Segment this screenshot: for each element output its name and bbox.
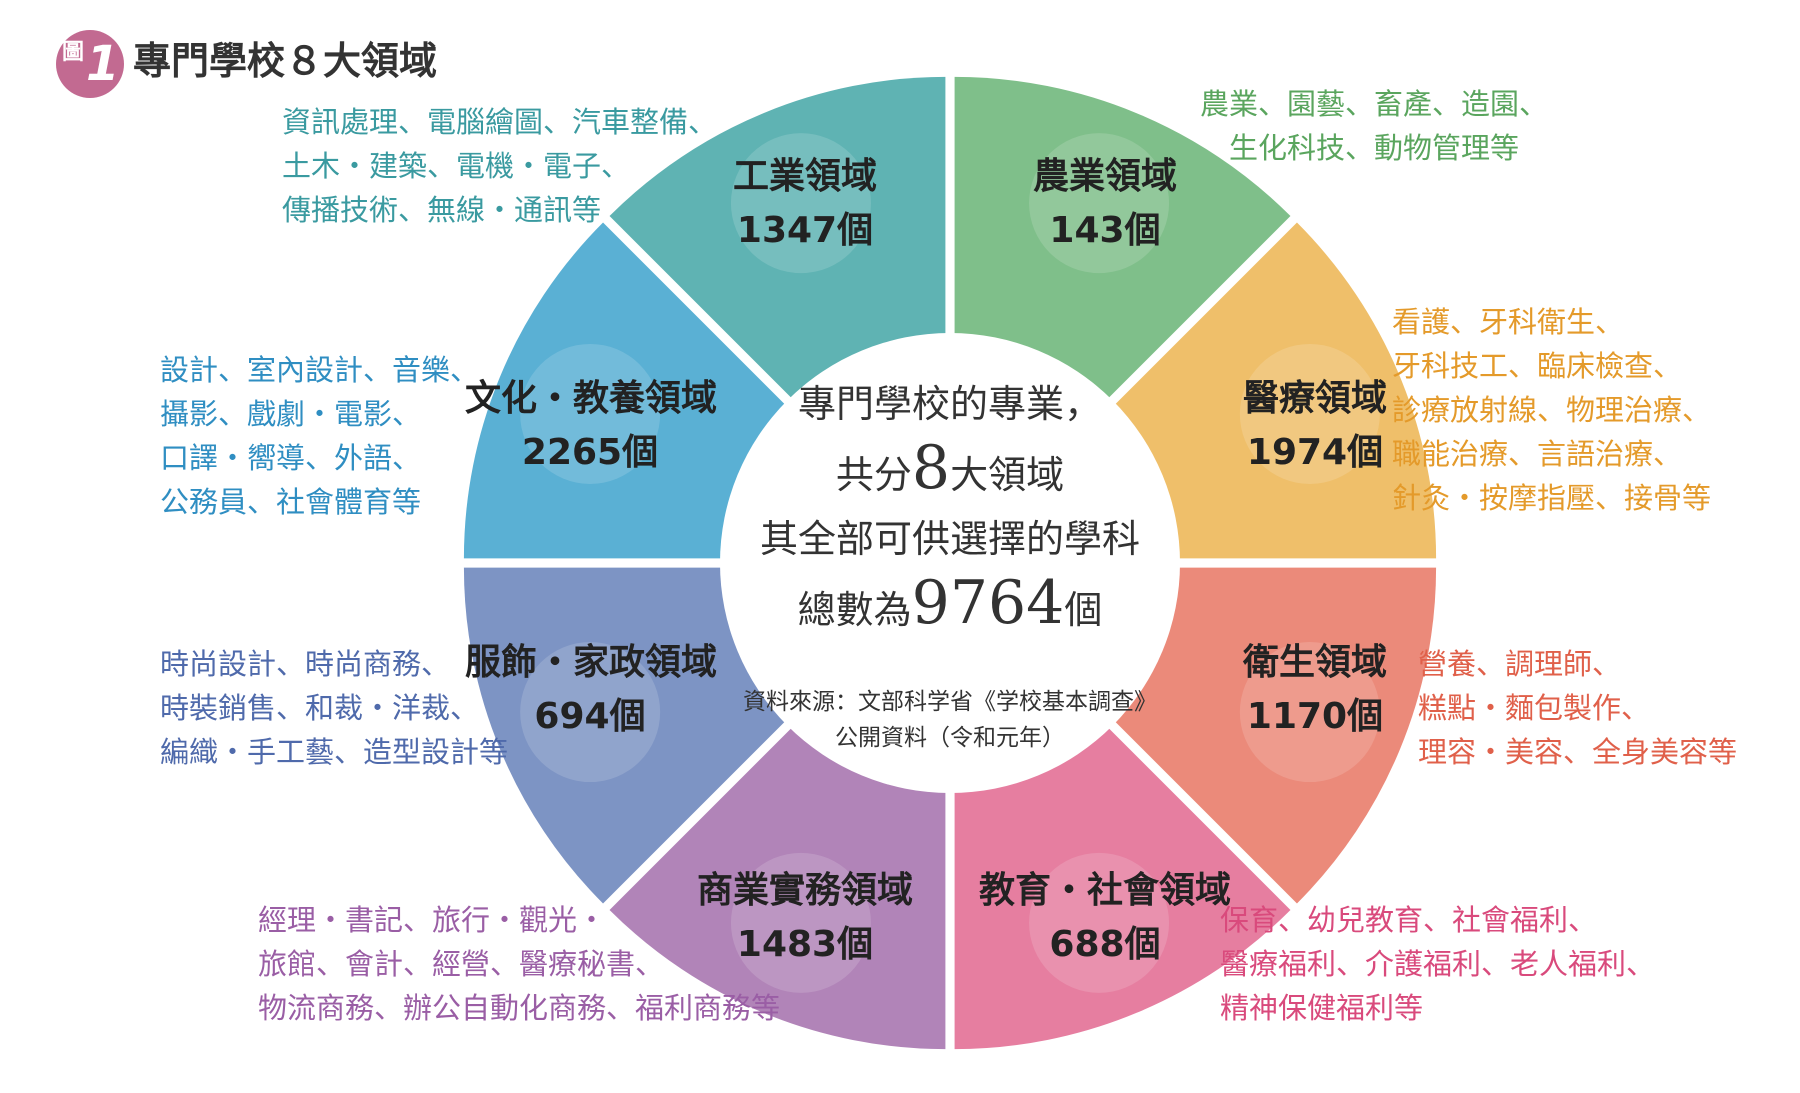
field-desc-line: 醫療福利、介護福利、老人福利、: [1220, 947, 1656, 981]
field-label-education: 教育・社會領域 688個: [975, 864, 1235, 972]
field-desc-line: 土木・建築、電機・電子、: [282, 149, 631, 183]
medical-icon: [1239, 343, 1380, 484]
field-desc-line: 旅館、會計、經營、醫療秘書、: [258, 947, 665, 981]
field-count: 1974個: [1246, 432, 1384, 473]
source-note: 資料來源：文部科学省《学校基本調查》 公開資料（令和元年）: [720, 684, 1180, 756]
field-desc-line: 糕點・麵包製作、: [1418, 691, 1651, 725]
field-desc-line: 時裝銷售、和裁・洋裁、: [160, 691, 480, 725]
field-sector: [609, 715, 946, 1050]
field-count: 1347個: [736, 210, 874, 251]
field-desc-business: 經理・書記、旅行・觀光・旅館、會計、經營、醫療秘書、物流商務、辦公自動化商務、福…: [258, 898, 780, 1030]
field-desc-line: 公務員、社會體育等: [160, 485, 422, 519]
plant-icon: [1029, 133, 1170, 274]
center-line-4-pre: 總數為: [797, 588, 912, 632]
field-label-agriculture: 農業領域 143個: [1000, 150, 1210, 258]
field-desc-line: 口譯・嚮導、外語、: [160, 441, 422, 475]
field-sector: [1102, 222, 1437, 559]
center-line-2-post: 大領域: [950, 453, 1065, 497]
field-count: 688個: [1049, 924, 1161, 965]
center-summary: 專門學校的專業， 共分8大領域 其全部可供選擇的學科 總數為9764個: [720, 372, 1180, 642]
field-desc-hygiene: 營養、調理師、糕點・麵包製作、理容・美容、全身美容等: [1418, 642, 1737, 774]
center-total-count: 9764: [911, 568, 1065, 638]
field-label-business: 商業實務領域 1483個: [680, 864, 930, 972]
field-name: 醫療領域: [1242, 378, 1387, 419]
field-name: 衛生領域: [1242, 642, 1387, 683]
figure-badge-number: 1: [86, 36, 120, 92]
book-icon: [1029, 852, 1170, 993]
mannequin-icon: [520, 642, 661, 783]
figure-badge-prefix: 圖: [62, 40, 85, 65]
center-line-4-post: 個: [1064, 588, 1103, 632]
field-desc-fashion: 時尚設計、時尚商務、時裝銷售、和裁・洋裁、編織・手工藝、造型設計等: [160, 642, 508, 774]
field-count: 143個: [1049, 210, 1161, 251]
source-line-2: 公開資料（令和元年）: [835, 725, 1065, 751]
field-desc-line: 針灸・按摩指壓、接骨等: [1392, 481, 1712, 515]
source-line-1: 資料來源：文部科学省《学校基本調查》: [743, 689, 1157, 715]
field-sector: [609, 76, 946, 411]
center-disc: [720, 333, 1180, 793]
field-label-industry: 工業領域 1347個: [700, 150, 910, 258]
field-sector: [954, 715, 1291, 1050]
field-name: 文化・教養領域: [465, 378, 718, 419]
field-count: 694個: [534, 696, 646, 737]
field-name: 商業實務領域: [696, 870, 913, 911]
pencil-icon: [520, 343, 661, 484]
field-desc-line: 生化科技、動物管理等: [1229, 131, 1520, 165]
field-sector: [463, 222, 798, 559]
field-label-medical: 醫療領域 1974個: [1210, 372, 1420, 480]
field-desc-medical: 看護、牙科衛生、牙科技工、臨床檢查、診療放射線、物理治療、職能治療、言語治療、針…: [1392, 300, 1711, 520]
field-count: 1483個: [736, 924, 874, 965]
field-desc-line: 經理・書記、旅行・觀光・: [258, 903, 607, 937]
center-field-count: 8: [911, 433, 951, 503]
field-label-culture: 文化・教養領域 2265個: [465, 372, 718, 480]
field-desc-line: 物流商務、辦公自動化商務、福利商務等: [258, 991, 781, 1025]
field-desc-line: 傳播技術、無線・通訊等: [282, 193, 602, 227]
field-desc-education: 保育、幼兒教育、社會福利、醫療福利、介護福利、老人福利、精神保健福利等: [1220, 898, 1655, 1030]
field-sector: [954, 76, 1291, 411]
field-desc-line: 職能治療、言語治療、: [1392, 437, 1683, 471]
field-desc-line: 牙科技工、臨床檢查、: [1392, 349, 1683, 383]
field-desc-line: 營養、調理師、: [1418, 647, 1622, 681]
field-count: 1170個: [1246, 696, 1384, 737]
figure-title: 專門學校８大領域: [133, 39, 438, 83]
field-desc-line: 診療放射線、物理治療、: [1392, 393, 1712, 427]
field-desc-industry: 資訊處理、電腦繪圖、汽車整備、土木・建築、電機・電子、傳播技術、無線・通訊等: [282, 100, 717, 232]
center-line-4: 總數為9764個: [720, 571, 1180, 642]
field-desc-line: 設計、室內設計、音樂、: [160, 353, 480, 387]
field-count: 2265個: [521, 432, 659, 473]
field-desc-line: 理容・美容、全身美容等: [1418, 735, 1738, 769]
center-line-3: 其全部可供選擇的學科: [759, 517, 1140, 561]
field-name: 教育・社會領域: [978, 870, 1231, 911]
field-desc-line: 攝影、戲劇・電影、: [160, 397, 422, 431]
field-desc-line: 編織・手工藝、造型設計等: [160, 735, 509, 769]
scissors-icon: [1239, 642, 1380, 783]
field-label-fashion: 服飾・家政領域 694個: [465, 636, 718, 744]
center-line-2: 共分8大領域: [720, 436, 1180, 507]
field-sector: [463, 567, 798, 904]
field-desc-culture: 設計、室內設計、音樂、攝影、戲劇・電影、口譯・嚮導、外語、公務員、社會體育等: [160, 348, 479, 524]
field-sector: [1102, 567, 1437, 904]
field-name: 農業領域: [1032, 156, 1177, 197]
field-desc-line: 時尚設計、時尚商務、: [160, 647, 451, 681]
field-desc-line: 農業、園藝、畜產、造園、: [1200, 87, 1549, 121]
field-desc-line: 精神保健福利等: [1220, 991, 1424, 1025]
field-label-hygiene: 衛生領域 1170個: [1210, 636, 1420, 744]
building-icon: [730, 133, 871, 274]
center-line-1: 專門學校的專業，: [797, 382, 1102, 426]
field-desc-line: 保育、幼兒教育、社會福利、: [1220, 903, 1598, 937]
field-desc-line: 資訊處理、電腦繪圖、汽車整備、: [282, 105, 718, 139]
field-name: 工業領域: [732, 156, 877, 197]
figure-badge: [56, 30, 124, 98]
calculator-icon: [730, 852, 871, 993]
field-desc-line: 看護、牙科衛生、: [1392, 305, 1625, 339]
center-line-2-pre: 共分: [835, 453, 912, 497]
field-name: 服飾・家政領域: [465, 642, 718, 683]
field-desc-agriculture: 農業、園藝、畜產、造園、生化科技、動物管理等: [1200, 82, 1548, 170]
